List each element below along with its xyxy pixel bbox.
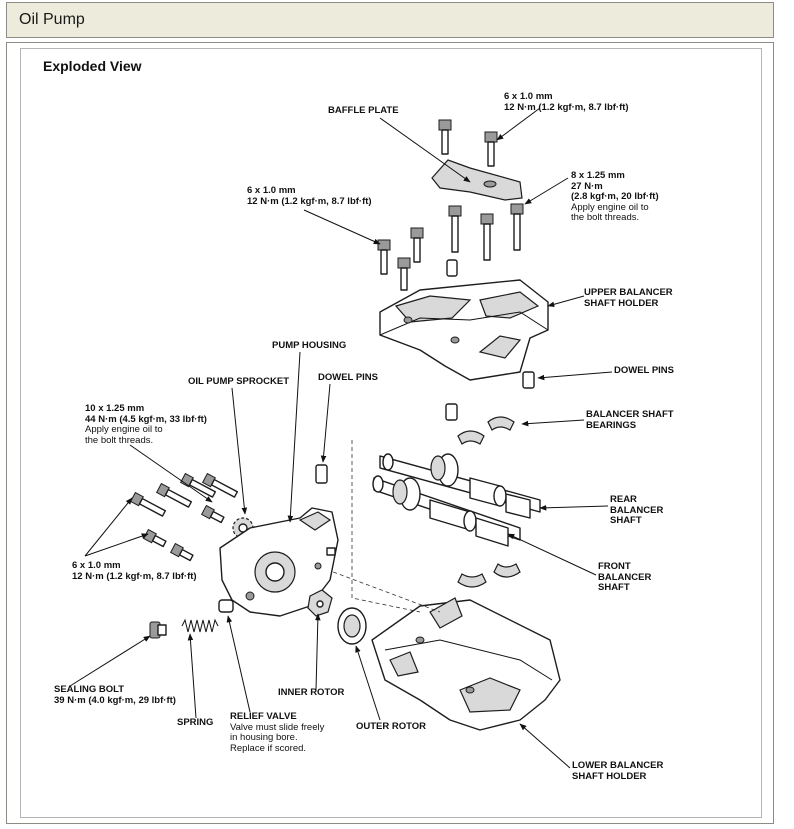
- rear-balancer-shaft: [379, 453, 541, 519]
- label-inner-rotor: INNER ROTOR: [278, 687, 345, 698]
- label-oil-pump-sprocket: OIL PUMP SPROCKET: [188, 376, 289, 387]
- spring: [181, 618, 219, 633]
- label-baffle-plate: BAFFLE PLATE: [328, 105, 399, 116]
- lower-balancer-shaft-holder: [371, 597, 561, 731]
- pump-bolts: [129, 472, 239, 562]
- outer-rotor: [337, 607, 367, 645]
- label-dowel-pins-right: DOWEL PINS: [614, 365, 674, 376]
- balancer-shaft-bearings: [457, 416, 521, 588]
- dowel-pin-right-lower: [445, 403, 458, 421]
- leader-lines: [69, 107, 613, 769]
- relief-valve: [218, 599, 234, 613]
- sealing-bolt: [149, 621, 167, 639]
- dowel-pin-left: [315, 464, 328, 484]
- diagram-frame: [20, 48, 762, 818]
- upper-balancer-shaft-holder: [379, 279, 549, 381]
- holder-bolts: [377, 203, 524, 291]
- label-outer-rotor: OUTER ROTOR: [356, 721, 427, 732]
- diagram-heading: Exploded View: [43, 58, 142, 74]
- dowel-pin-right-upper: [522, 371, 535, 389]
- label-pump-housing: PUMP HOUSING: [272, 340, 347, 351]
- label-dowel-pins-left: DOWEL PINS: [318, 372, 378, 383]
- page-title-bar: Oil Pump: [6, 2, 774, 38]
- front-balancer-shaft: [372, 475, 521, 547]
- label-spring: SPRING: [177, 717, 214, 728]
- page-title: Oil Pump: [19, 11, 85, 28]
- top-bolts: [438, 119, 498, 167]
- baffle-plate: [431, 159, 523, 201]
- pump-housing: [219, 507, 339, 617]
- inner-rotor: [307, 589, 333, 617]
